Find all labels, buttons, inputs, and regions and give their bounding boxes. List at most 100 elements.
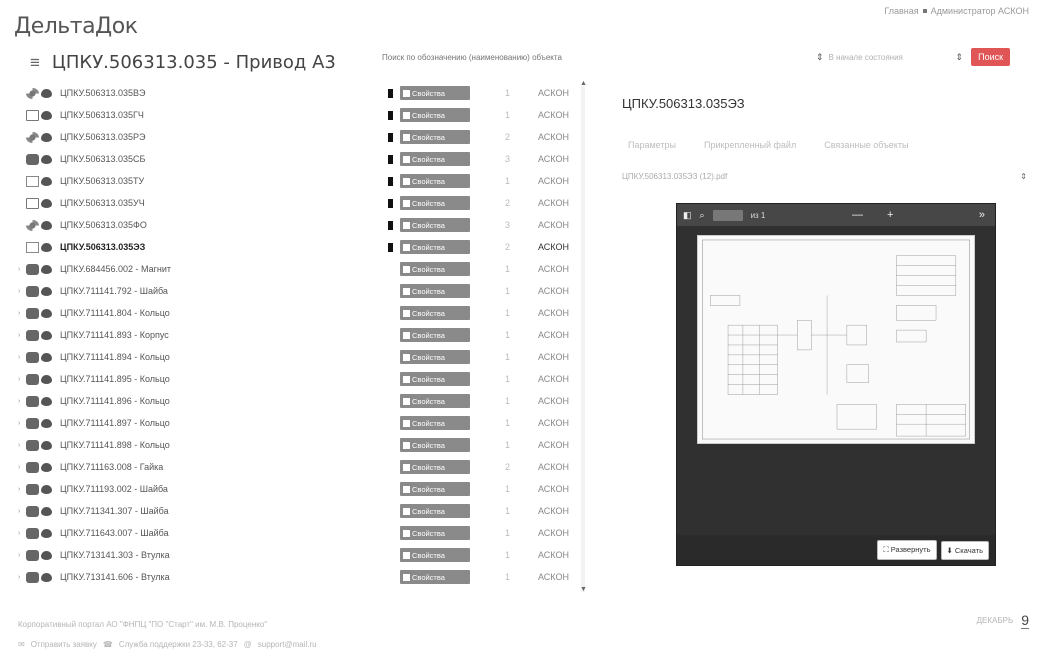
support-email[interactable]: support@mail.ru [257,640,317,649]
item-name[interactable]: ЦПКУ.713141.606 - Втулка [60,572,170,582]
item-name[interactable]: ЦПКУ.684456.002 - Магнит [60,264,172,274]
expand-arrow-icon[interactable]: › [18,331,21,339]
file-icon[interactable] [388,220,393,230]
item-name[interactable]: ЦПКУ.506313.035ГЧ [60,110,144,120]
tab-attached-file[interactable]: Прикрепленный файл [703,140,797,150]
properties-button[interactable]: Свойства [400,284,470,298]
properties-button[interactable]: Свойства [400,416,470,430]
expand-arrow-icon[interactable]: › [18,485,21,493]
item-name[interactable]: ЦПКУ.711141.898 - Кольцо [60,440,170,450]
item-name[interactable]: ЦПКУ.711643.007 - Шайба [60,528,169,538]
properties-button[interactable]: Свойства [400,196,470,210]
expand-arrow-icon[interactable]: › [18,375,21,383]
file-icon[interactable] [388,88,393,98]
view-icon[interactable] [41,330,52,340]
expand-arrow-icon[interactable]: › [18,551,21,559]
item-name[interactable]: ЦПКУ.711163.008 - Гайка [60,462,164,472]
view-icon[interactable] [41,132,52,142]
item-name[interactable]: ЦПКУ.711193.002 - Шайба [60,484,168,494]
view-icon[interactable] [41,308,52,318]
list-scrollbar[interactable] [581,86,585,592]
tab-related-objects[interactable]: Связанные объекты [824,140,909,150]
view-icon[interactable] [41,286,52,296]
item-name[interactable]: ЦПКУ.711141.895 - Кольцо [60,374,170,384]
more-tools-icon[interactable]: » [978,209,985,221]
item-name[interactable]: ЦПКУ.713141.303 - Втулка [60,550,170,560]
item-name[interactable]: ЦПКУ.506313.035УЧ [60,198,145,208]
properties-button[interactable]: Свойства [400,108,470,122]
send-request-link[interactable]: Отправить заявку [30,640,97,649]
user-name[interactable]: Администратор АСКОН [930,6,1029,16]
item-name[interactable]: ЦПКУ.711341.307 - Шайба [60,506,169,516]
properties-button[interactable]: Свойства [400,548,470,562]
view-icon[interactable] [41,374,52,384]
properties-button[interactable]: Свойства [400,372,470,386]
item-name[interactable]: ЦПКУ.506313.035ЭЗ [60,242,146,252]
view-icon[interactable] [41,264,52,274]
item-name[interactable]: ЦПКУ.506313.035РЭ [60,132,146,142]
properties-button[interactable]: Свойства [400,218,470,232]
properties-button[interactable]: Свойства [400,394,470,408]
properties-button[interactable]: Свойства [400,86,470,100]
properties-button[interactable]: Свойства [400,460,470,474]
properties-button[interactable]: Свойства [400,570,470,584]
view-icon[interactable] [41,528,52,538]
scroll-down-icon[interactable]: ▼ [580,586,587,593]
expand-arrow-icon[interactable]: › [18,353,21,361]
view-icon[interactable] [41,550,52,560]
file-icon[interactable] [388,176,393,186]
expand-arrow-icon[interactable]: › [18,287,21,295]
expand-arrow-icon[interactable]: › [18,507,21,515]
item-name[interactable]: ЦПКУ.506313.035ФО [60,220,147,230]
file-icon[interactable] [388,110,393,120]
view-icon[interactable] [41,88,52,98]
view-icon[interactable] [41,352,52,362]
properties-button[interactable]: Свойства [400,438,470,452]
view-icon[interactable] [41,506,52,516]
download-button[interactable]: ⬇ Скачать [940,540,989,560]
properties-button[interactable]: Свойства [400,526,470,540]
expand-arrow-icon[interactable]: › [18,529,21,537]
file-icon[interactable] [388,154,393,164]
properties-button[interactable]: Свойства [400,262,470,276]
item-name[interactable]: ЦПКУ.711141.792 - Шайба [60,286,168,296]
view-icon[interactable] [41,440,52,450]
item-name[interactable]: ЦПКУ.711141.804 - Кольцо [60,308,170,318]
expand-arrow-icon[interactable]: › [18,573,21,581]
item-name[interactable]: ЦПКУ.711141.893 - Корпус [60,330,169,340]
properties-button[interactable]: Свойства [400,328,470,342]
app-logo[interactable]: ДельтаДок [14,14,138,39]
properties-button[interactable]: Свойства [400,504,470,518]
view-icon[interactable] [41,462,52,472]
view-icon[interactable] [41,396,52,406]
properties-button[interactable]: Свойства [400,482,470,496]
search-icon[interactable]: ⌕ [699,209,705,220]
view-icon[interactable] [41,198,52,208]
sidebar-toggle-icon[interactable]: ◧ [683,209,692,220]
properties-button[interactable]: Свойства [400,174,470,188]
hamburger-menu-icon[interactable]: ≡ [30,52,40,72]
view-icon[interactable] [41,154,52,164]
item-name[interactable]: ЦПКУ.506313.035СБ [60,154,146,164]
view-icon[interactable] [41,484,52,494]
expand-arrow-icon[interactable]: › [18,441,21,449]
file-icon[interactable] [388,132,393,142]
item-name[interactable]: ЦПКУ.506313.035ТУ [60,176,145,186]
